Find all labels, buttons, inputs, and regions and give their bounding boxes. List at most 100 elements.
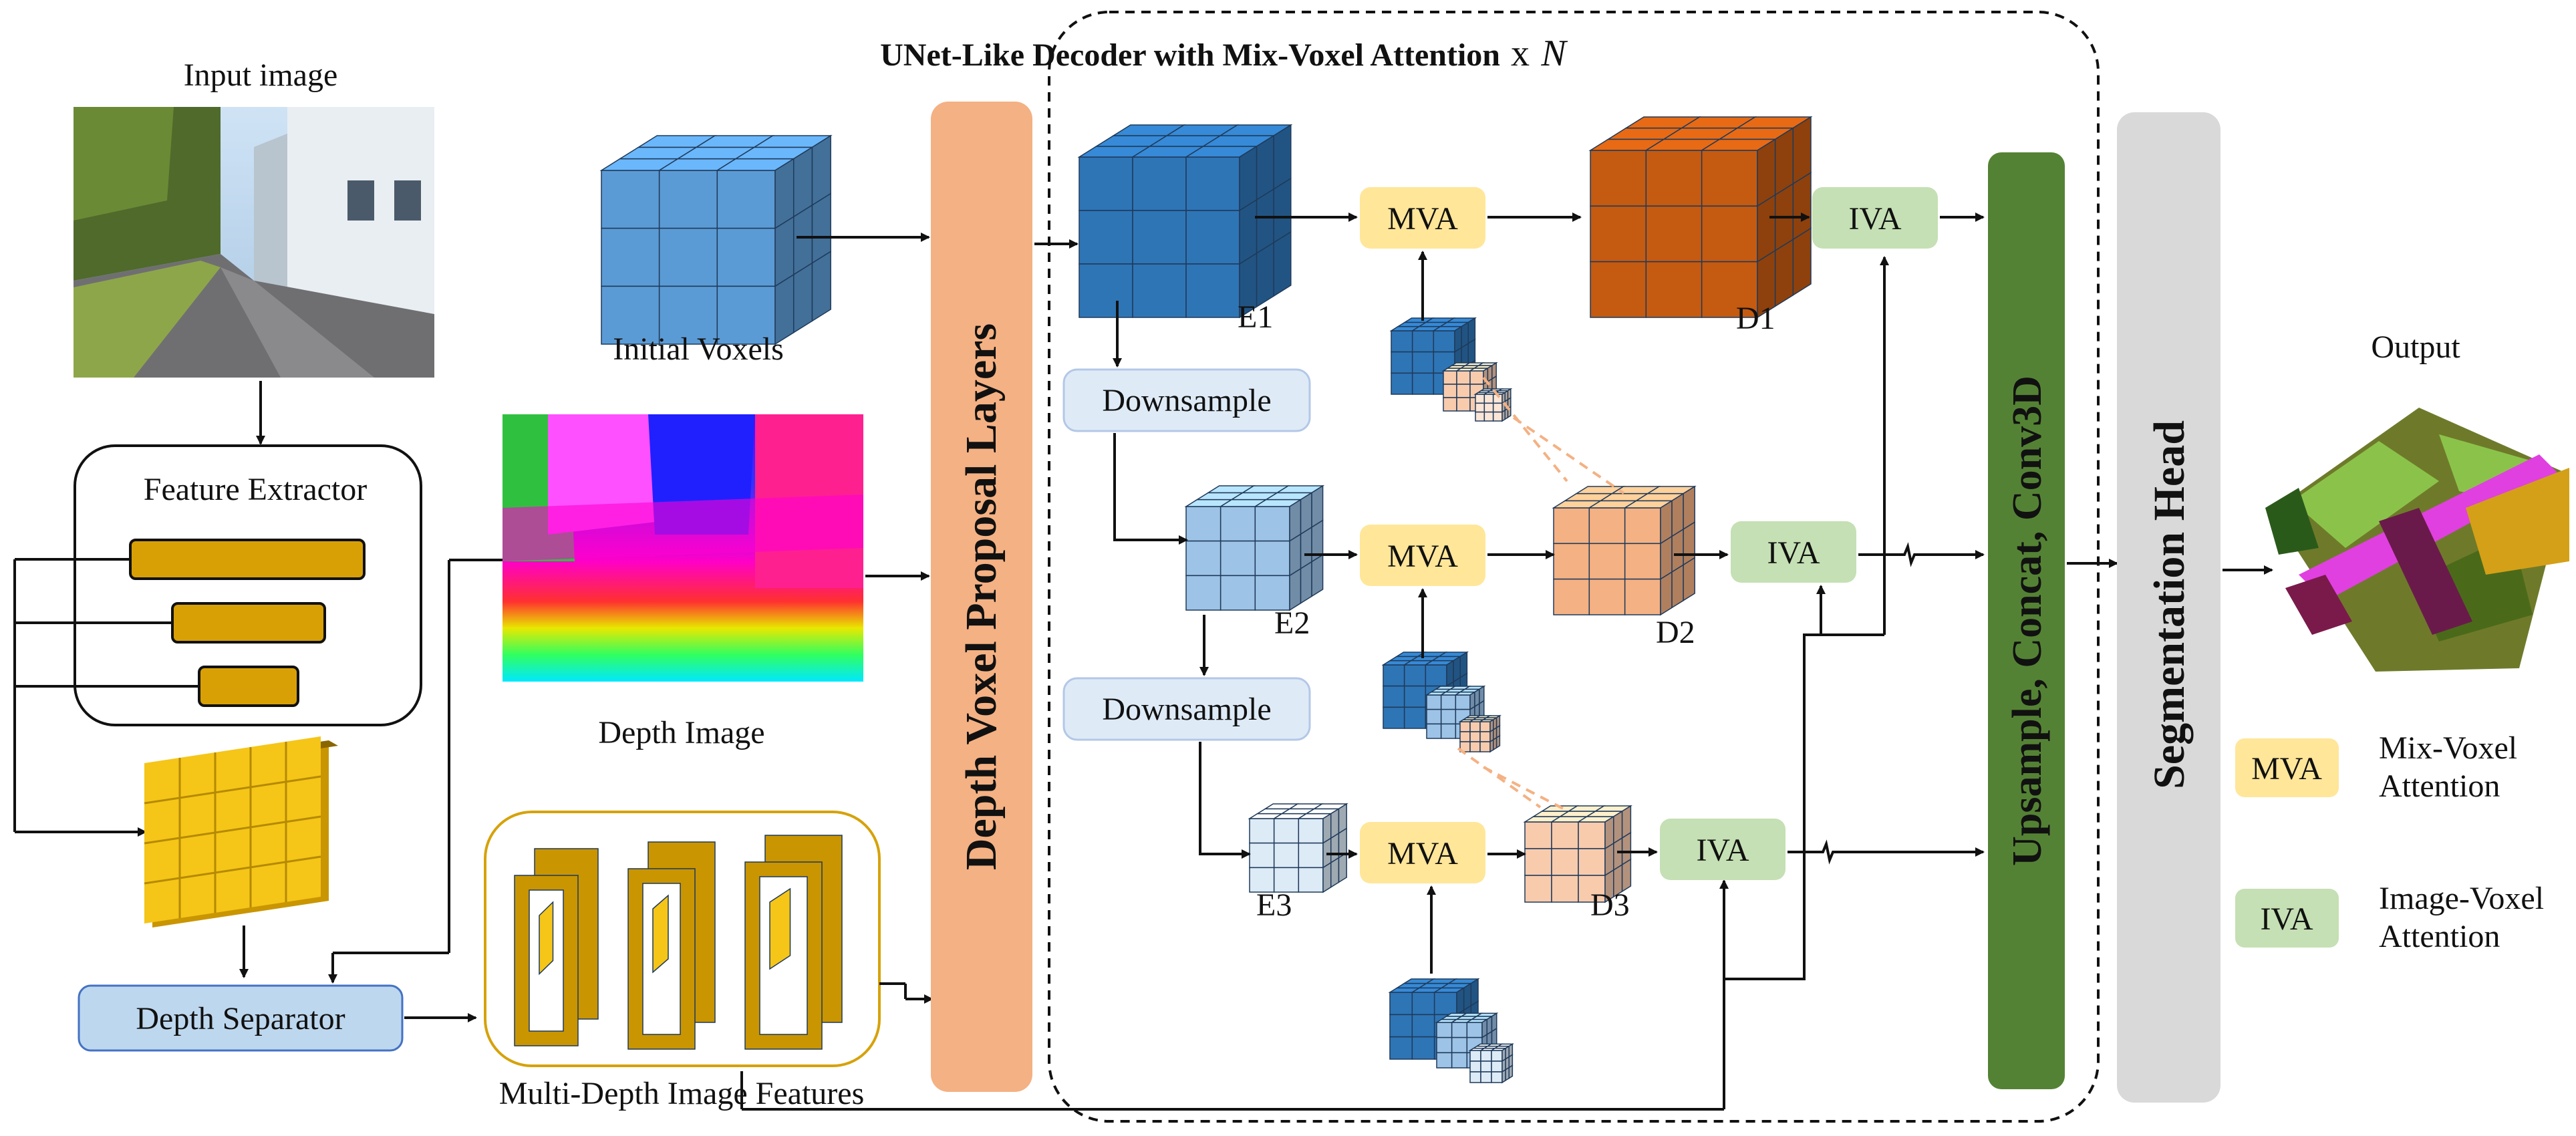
depth-feature-fill [769, 887, 791, 970]
mva1-input-e1-front-cell [1411, 330, 1435, 353]
depth-separator-box [78, 984, 404, 1052]
e2-voxel-cube-front-cell [1220, 540, 1256, 577]
mva3-input-e3-front-cell [1469, 1050, 1481, 1062]
mva2-input-e1-front-cell [1403, 706, 1427, 729]
e1-label: E1 [1238, 299, 1273, 335]
mva-box-3 [1360, 822, 1485, 883]
mva2-input-e2-front-cell [1440, 694, 1457, 710]
mva1-input-e1-front-cell [1391, 372, 1413, 395]
output-scene [2265, 408, 2569, 672]
mva1-input-d-front-cell [1456, 397, 1471, 412]
e2-voxel-cube-front-cell [1254, 540, 1290, 577]
initial-voxel-cube-side-cell [811, 250, 831, 322]
d3-voxel-cube-front-cell [1578, 848, 1606, 876]
mva2-input-e2-front-cell [1426, 708, 1442, 725]
d2-voxel-cube-front-cell [1553, 543, 1590, 580]
depth-image [503, 414, 863, 682]
initial-voxel-cube-front-cell [601, 227, 660, 287]
d3-voxel-cube-front-cell [1524, 821, 1552, 849]
mva-box-1 [1360, 187, 1485, 249]
mva3-input-e2-front-cell [1451, 1022, 1468, 1038]
d2-voxel-cube [1552, 485, 1697, 616]
mva2-input-e1 [1381, 651, 1469, 730]
mva1-input-e1-front-cell [1433, 330, 1455, 353]
d2-voxel-cube-front-cell [1553, 578, 1590, 615]
mva1-input-d-small-front-cell [1492, 402, 1503, 413]
iva-label-3: IVA [1696, 833, 1749, 868]
decoder-arrows [1113, 212, 1985, 1109]
initial-voxel-cube-side-cell [793, 262, 813, 334]
proposal-layers-label: Depth Voxel Proposal Layers [957, 323, 1006, 870]
output-label: Output [2371, 329, 2460, 365]
d1-voxel-cube-front-cell [1645, 205, 1703, 263]
mva3-input-e3-front-cell [1480, 1060, 1492, 1073]
e1-voxel-cube-front-cell [1132, 156, 1187, 211]
e2-voxel-cube-front-cell [1220, 506, 1256, 542]
multi-depth-features [514, 835, 843, 1050]
legend-mva-line2: Attention [2379, 768, 2500, 804]
e1-voxel-cube-front-cell [1079, 210, 1133, 265]
mva1-input-e1-front-cell [1391, 351, 1413, 374]
attention-guides [1457, 376, 1625, 812]
mva1-input-e1-front-cell [1411, 351, 1435, 374]
mva3-input-e1-front-cell [1411, 1014, 1435, 1038]
e3-voxel-cube-front-cell [1273, 818, 1300, 844]
initial-voxel-cube-front-cell [658, 227, 718, 287]
e3-voxel-cube-front-cell [1249, 818, 1275, 844]
iva-label-2: IVA [1767, 535, 1820, 571]
mva3-input-e3-front-cell [1469, 1060, 1481, 1073]
mva2-input-e2-front-cell [1426, 694, 1442, 710]
mva-label-1: MVA [1387, 201, 1458, 237]
mva2-input-d-front-cell [1469, 721, 1481, 732]
mva1-input-d-small-front-cell [1483, 411, 1494, 422]
segmentation-head-block[interactable] [2117, 112, 2221, 1103]
legend-mva-line1: Mix-Voxel [2379, 730, 2517, 766]
e1-voxel-cube-side-cell [1256, 241, 1274, 308]
mva3-input-e3-side-cell [1501, 1069, 1506, 1084]
mva2-input-d-front-cell [1479, 721, 1491, 732]
d3-voxel-cube-front-cell [1551, 875, 1579, 903]
decoder-title-x: x [1511, 33, 1530, 74]
e1-voxel-cube-front-cell [1185, 263, 1240, 318]
legend-iva-abbr: IVA [2260, 901, 2313, 937]
mva3-input-e1-front-cell [1389, 1036, 1413, 1060]
legend-iva-line2: Attention [2379, 919, 2500, 954]
decoder-frame [1048, 11, 2100, 1123]
depth-image-label: Depth Image [598, 715, 764, 750]
initial-voxel-cube-front-cell [716, 170, 776, 229]
d2-voxel-cube-front-cell [1553, 507, 1590, 545]
e3-voxel-cube-side-cell [1330, 857, 1340, 889]
mva1-input-e1-front-cell [1391, 330, 1413, 353]
downsample-label-1: Downsample [1102, 383, 1271, 418]
mva3-input-e2-front-cell [1436, 1052, 1453, 1069]
mva2-input-e1-front-cell [1383, 706, 1405, 729]
proposal-layers-block[interactable] [931, 102, 1032, 1092]
depth-feature-frame [514, 848, 599, 1046]
mva1-input-d-front-cell [1456, 370, 1471, 385]
mva3-input-e3-front-cell [1469, 1071, 1481, 1083]
e3-voxel-cube-front-cell [1298, 842, 1324, 869]
d1-voxel-cube-front-cell [1590, 205, 1647, 263]
decoder-voxels [1077, 116, 1813, 1084]
mva1-input-d-small-front-cell [1475, 394, 1485, 404]
d2-voxel-cube-front-cell [1588, 507, 1626, 545]
d3-voxel-cube-side-cell [1621, 858, 1632, 893]
d2-voxel-cube-front-cell [1624, 578, 1661, 615]
mva3-input-e3-front-cell [1491, 1050, 1503, 1062]
e3-voxel-cube-side-cell [1338, 851, 1347, 883]
mva2-input-e1-front-cell [1383, 664, 1405, 687]
upsample-block[interactable] [1988, 152, 2065, 1089]
mva1-input-d-front-cell [1469, 370, 1484, 385]
mva1-input-d-front-cell [1443, 397, 1457, 412]
e1-voxel-cube-front-cell [1132, 263, 1187, 318]
e2-voxel-cube-side-cell [1300, 561, 1312, 605]
e2-voxel-cube-front-cell [1185, 506, 1222, 542]
e3-label: E3 [1256, 887, 1292, 923]
mva3-input-e3-side-cell [1505, 1067, 1510, 1082]
d2-voxel-cube-front-cell [1624, 507, 1661, 545]
input-image-label: Input image [184, 57, 338, 93]
e3-voxel-cube [1248, 803, 1348, 893]
d1-voxel-cube-front-cell [1645, 261, 1703, 318]
initial-voxel-cube-front-cell [658, 170, 718, 229]
